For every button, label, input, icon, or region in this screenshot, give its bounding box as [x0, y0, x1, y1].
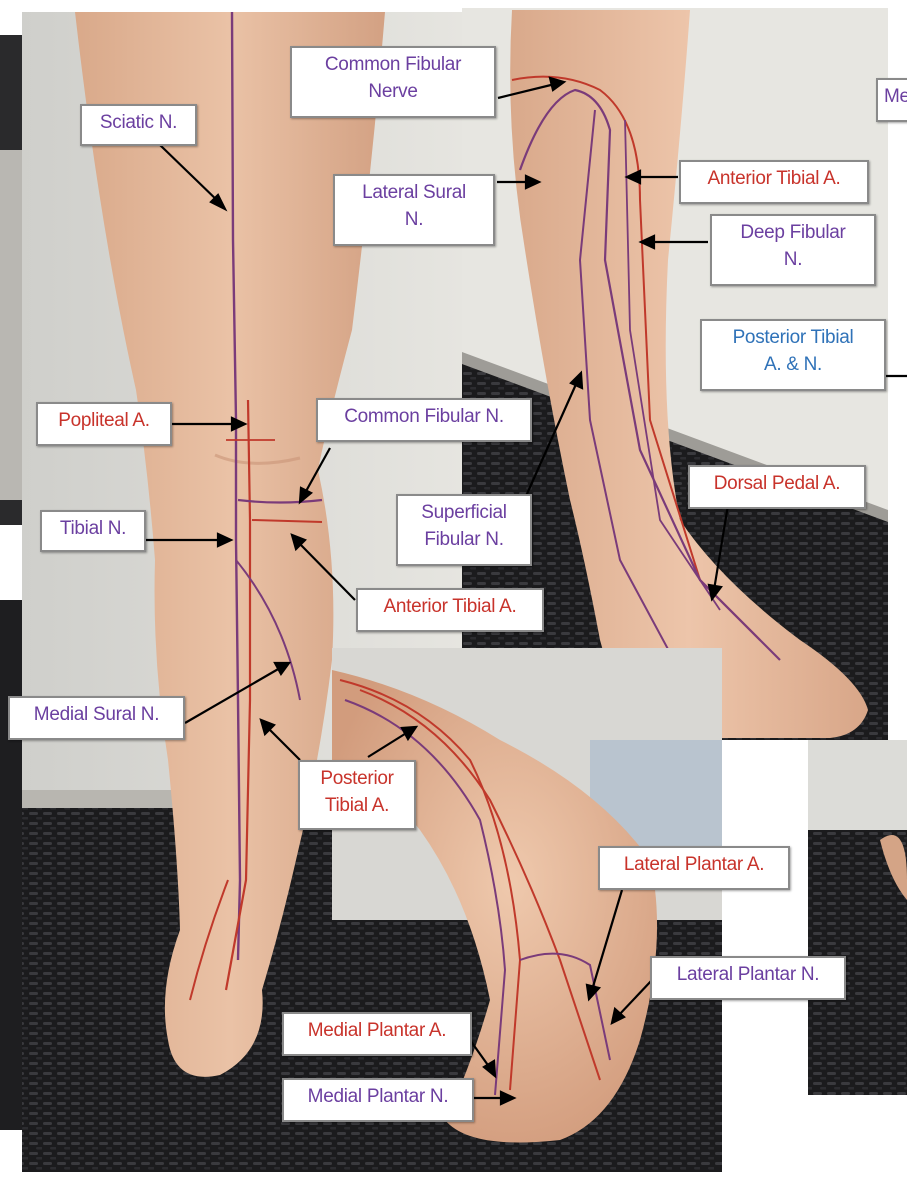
label-medial-plantar-nerve: Medial Plantar N. [282, 1078, 474, 1122]
label-text: Me [884, 86, 907, 107]
label-posterior-tibial-artery-and-nerve: Posterior Tibial A. & N. [700, 319, 886, 391]
anterolateral-leg-foot-photo [462, 8, 888, 740]
left-edge-photo-strip [0, 35, 22, 1130]
label-medial-plantar-artery: Medial Plantar A. [282, 1012, 472, 1056]
label-text-line2: Fibular N. [424, 529, 504, 550]
label-text-line1: Superficial [421, 502, 507, 523]
label-text-line1: Lateral Sural [362, 182, 466, 203]
label-text-line2: N. [783, 249, 803, 270]
label-anterior-tibial-artery-anterior: Anterior Tibial A. [679, 160, 869, 204]
label-tibial-nerve: Tibial N. [40, 510, 146, 552]
right-edge-photo-strip [808, 740, 907, 1095]
label-text: Popliteal A. [58, 410, 150, 431]
label-text-line2: N. [404, 209, 424, 230]
pointer-arrows [146, 76, 907, 1106]
label-text: Anterior Tibial A. [707, 168, 841, 189]
label-text-line1: Common Fibular [324, 54, 462, 75]
label-popliteal-artery: Popliteal A. [36, 402, 172, 446]
label-common-fibular-nerve-posterior: Common Fibular N. [316, 398, 532, 442]
label-text: Lateral Plantar N. [676, 964, 820, 985]
label-text: Common Fibular N. [344, 406, 504, 427]
label-text: Tibial N. [59, 518, 127, 539]
label-sciatic-nerve: Sciatic N. [80, 104, 197, 146]
label-text-line1: Posterior Tibial [732, 327, 854, 348]
label-text: Dorsal Pedal A. [713, 473, 841, 494]
label-dorsal-pedal-artery: Dorsal Pedal A. [688, 465, 866, 509]
label-text: Medial Plantar A. [307, 1020, 447, 1041]
label-cut-off-edge: Me [876, 78, 907, 122]
label-text: Anterior Tibial A. [383, 596, 517, 617]
label-lateral-plantar-nerve: Lateral Plantar N. [650, 956, 846, 1000]
label-text-line1: Deep Fibular [740, 222, 846, 243]
label-lateral-plantar-artery: Lateral Plantar A. [598, 846, 790, 890]
label-text-line1: Posterior [320, 768, 394, 789]
label-anterior-tibial-artery-posterior: Anterior Tibial A. [356, 588, 544, 632]
label-text: Sciatic N. [99, 112, 178, 133]
label-text-line2: A. & N. [763, 354, 823, 375]
label-text-line2: Nerve [368, 81, 418, 102]
label-text: Lateral Plantar A. [623, 854, 765, 875]
label-text-line2: Tibial A. [324, 795, 390, 816]
label-text: Medial Plantar N. [307, 1086, 449, 1107]
plantar-foot-photo [332, 648, 722, 1172]
label-text: Medial Sural N. [33, 704, 160, 725]
label-medial-sural-nerve: Medial Sural N. [8, 696, 185, 740]
